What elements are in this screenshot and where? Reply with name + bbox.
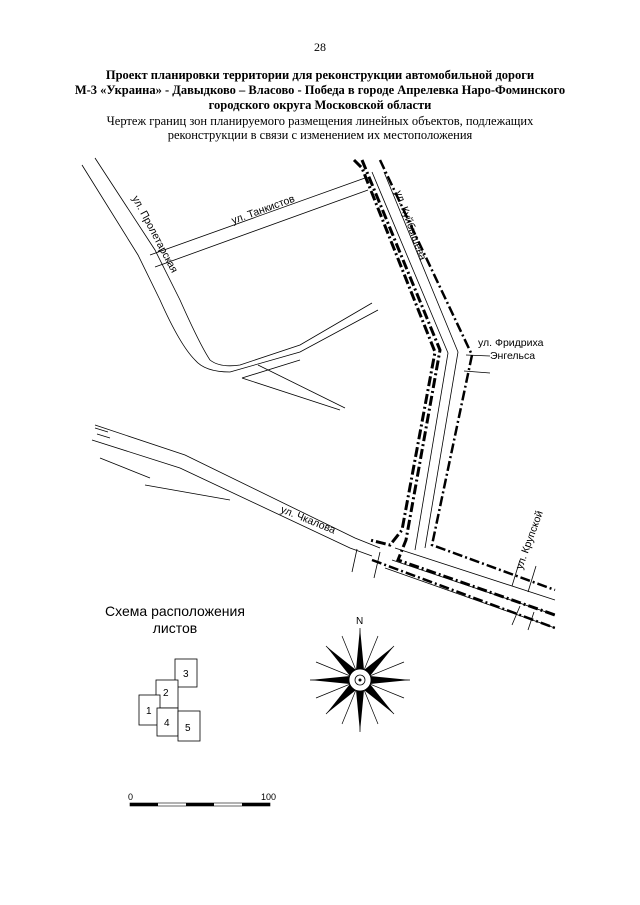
east-road-edge-top (394, 547, 556, 601)
compass-rose: N (310, 616, 410, 732)
page-number: 28 (314, 40, 326, 54)
kuibysheva-edge-b (383, 171, 459, 549)
chkalova-edge-top (94, 424, 381, 549)
krupskoy-edge-b (527, 565, 537, 593)
chkalova-ticks (94, 427, 111, 439)
subtitle-line-1: Чертеж границ зон планируемого размещени… (106, 114, 534, 128)
label-proletarskaya: ул. Пролетарская (129, 194, 180, 275)
engelsa-edge-bottom (463, 370, 491, 374)
compass-points (310, 628, 410, 732)
sheet-4-label: 4 (164, 718, 170, 729)
sheet-3-label: 3 (183, 669, 189, 680)
spur-edge-lower-1 (241, 359, 301, 379)
kuibysheva-edge-a (371, 171, 449, 551)
sheet-numbers: 3 2 1 4 5 (146, 669, 191, 734)
scale-start-label: 0 (128, 792, 133, 802)
chkalova-side-1 (99, 457, 151, 479)
label-tankistov: ул. Танкистов (230, 193, 297, 227)
krupskoy-edge-d (527, 611, 535, 631)
proletarskaya-edge-left (81, 164, 231, 373)
tankistov-edge-bottom (154, 189, 369, 268)
zone-boundary-inner-line (352, 158, 437, 547)
chkalova-end-ticks (351, 548, 381, 579)
sheet-3-box (174, 658, 198, 688)
spur-edge-upper (229, 309, 379, 373)
document-title: Проект планировки территории для реконст… (60, 68, 580, 113)
sheet-1-label: 1 (146, 706, 152, 717)
spur-edge-lower-2 (257, 364, 346, 409)
label-kuibysheva: ул. Куйбышева (392, 189, 428, 262)
sheet-2-label: 2 (163, 688, 169, 699)
proletarskaya-edge-right (94, 157, 373, 367)
engelsa-edge-top (465, 354, 491, 357)
sheet-scheme-title-line-1: Схема расположения (105, 603, 245, 619)
sheet-5-box (177, 710, 201, 742)
document-subtitle: Чертеж границ зон планируемого размещени… (80, 114, 560, 142)
subtitle-line-2: реконструкции в связи с изменением их ме… (167, 128, 473, 142)
label-chkalova: ул. Чкалова (279, 504, 337, 537)
label-krupskoy: ул. Крупской (514, 509, 546, 571)
zone-boundary (352, 158, 556, 630)
zone-boundary-outer-line (360, 159, 556, 617)
sheet-scheme-title: Схема расположения листов (100, 603, 250, 637)
spur-edge-lower-3 (241, 377, 341, 411)
compass-north-label: N (356, 616, 363, 627)
chkalova-side-2 (144, 484, 231, 501)
title-line-2: М-3 «Украина» - Давыдково – Власово - По… (74, 83, 566, 97)
scale-end-label: 100 (261, 792, 276, 802)
chkalova-edge-bottom (91, 439, 373, 557)
krupskoy-edge-c (511, 605, 521, 626)
sheet-scheme (138, 658, 201, 742)
title-line-3: городского округа Московской области (208, 98, 432, 112)
label-engelsa-2: Энгельса (490, 350, 535, 362)
krupskoy-edge-a (511, 559, 521, 587)
tankistov-edge-top (149, 177, 366, 256)
zone-boundary-south-line (371, 558, 556, 630)
sheet-scheme-title-line-2: листов (152, 620, 198, 636)
sheet-5-label: 5 (185, 723, 191, 734)
scale-bar: 0 100 (128, 792, 276, 807)
label-engelsa-1: ул. Фридриха (478, 337, 544, 349)
title-line-1: Проект планировки территории для реконст… (105, 68, 535, 82)
zone-boundary-east-line (378, 159, 556, 592)
